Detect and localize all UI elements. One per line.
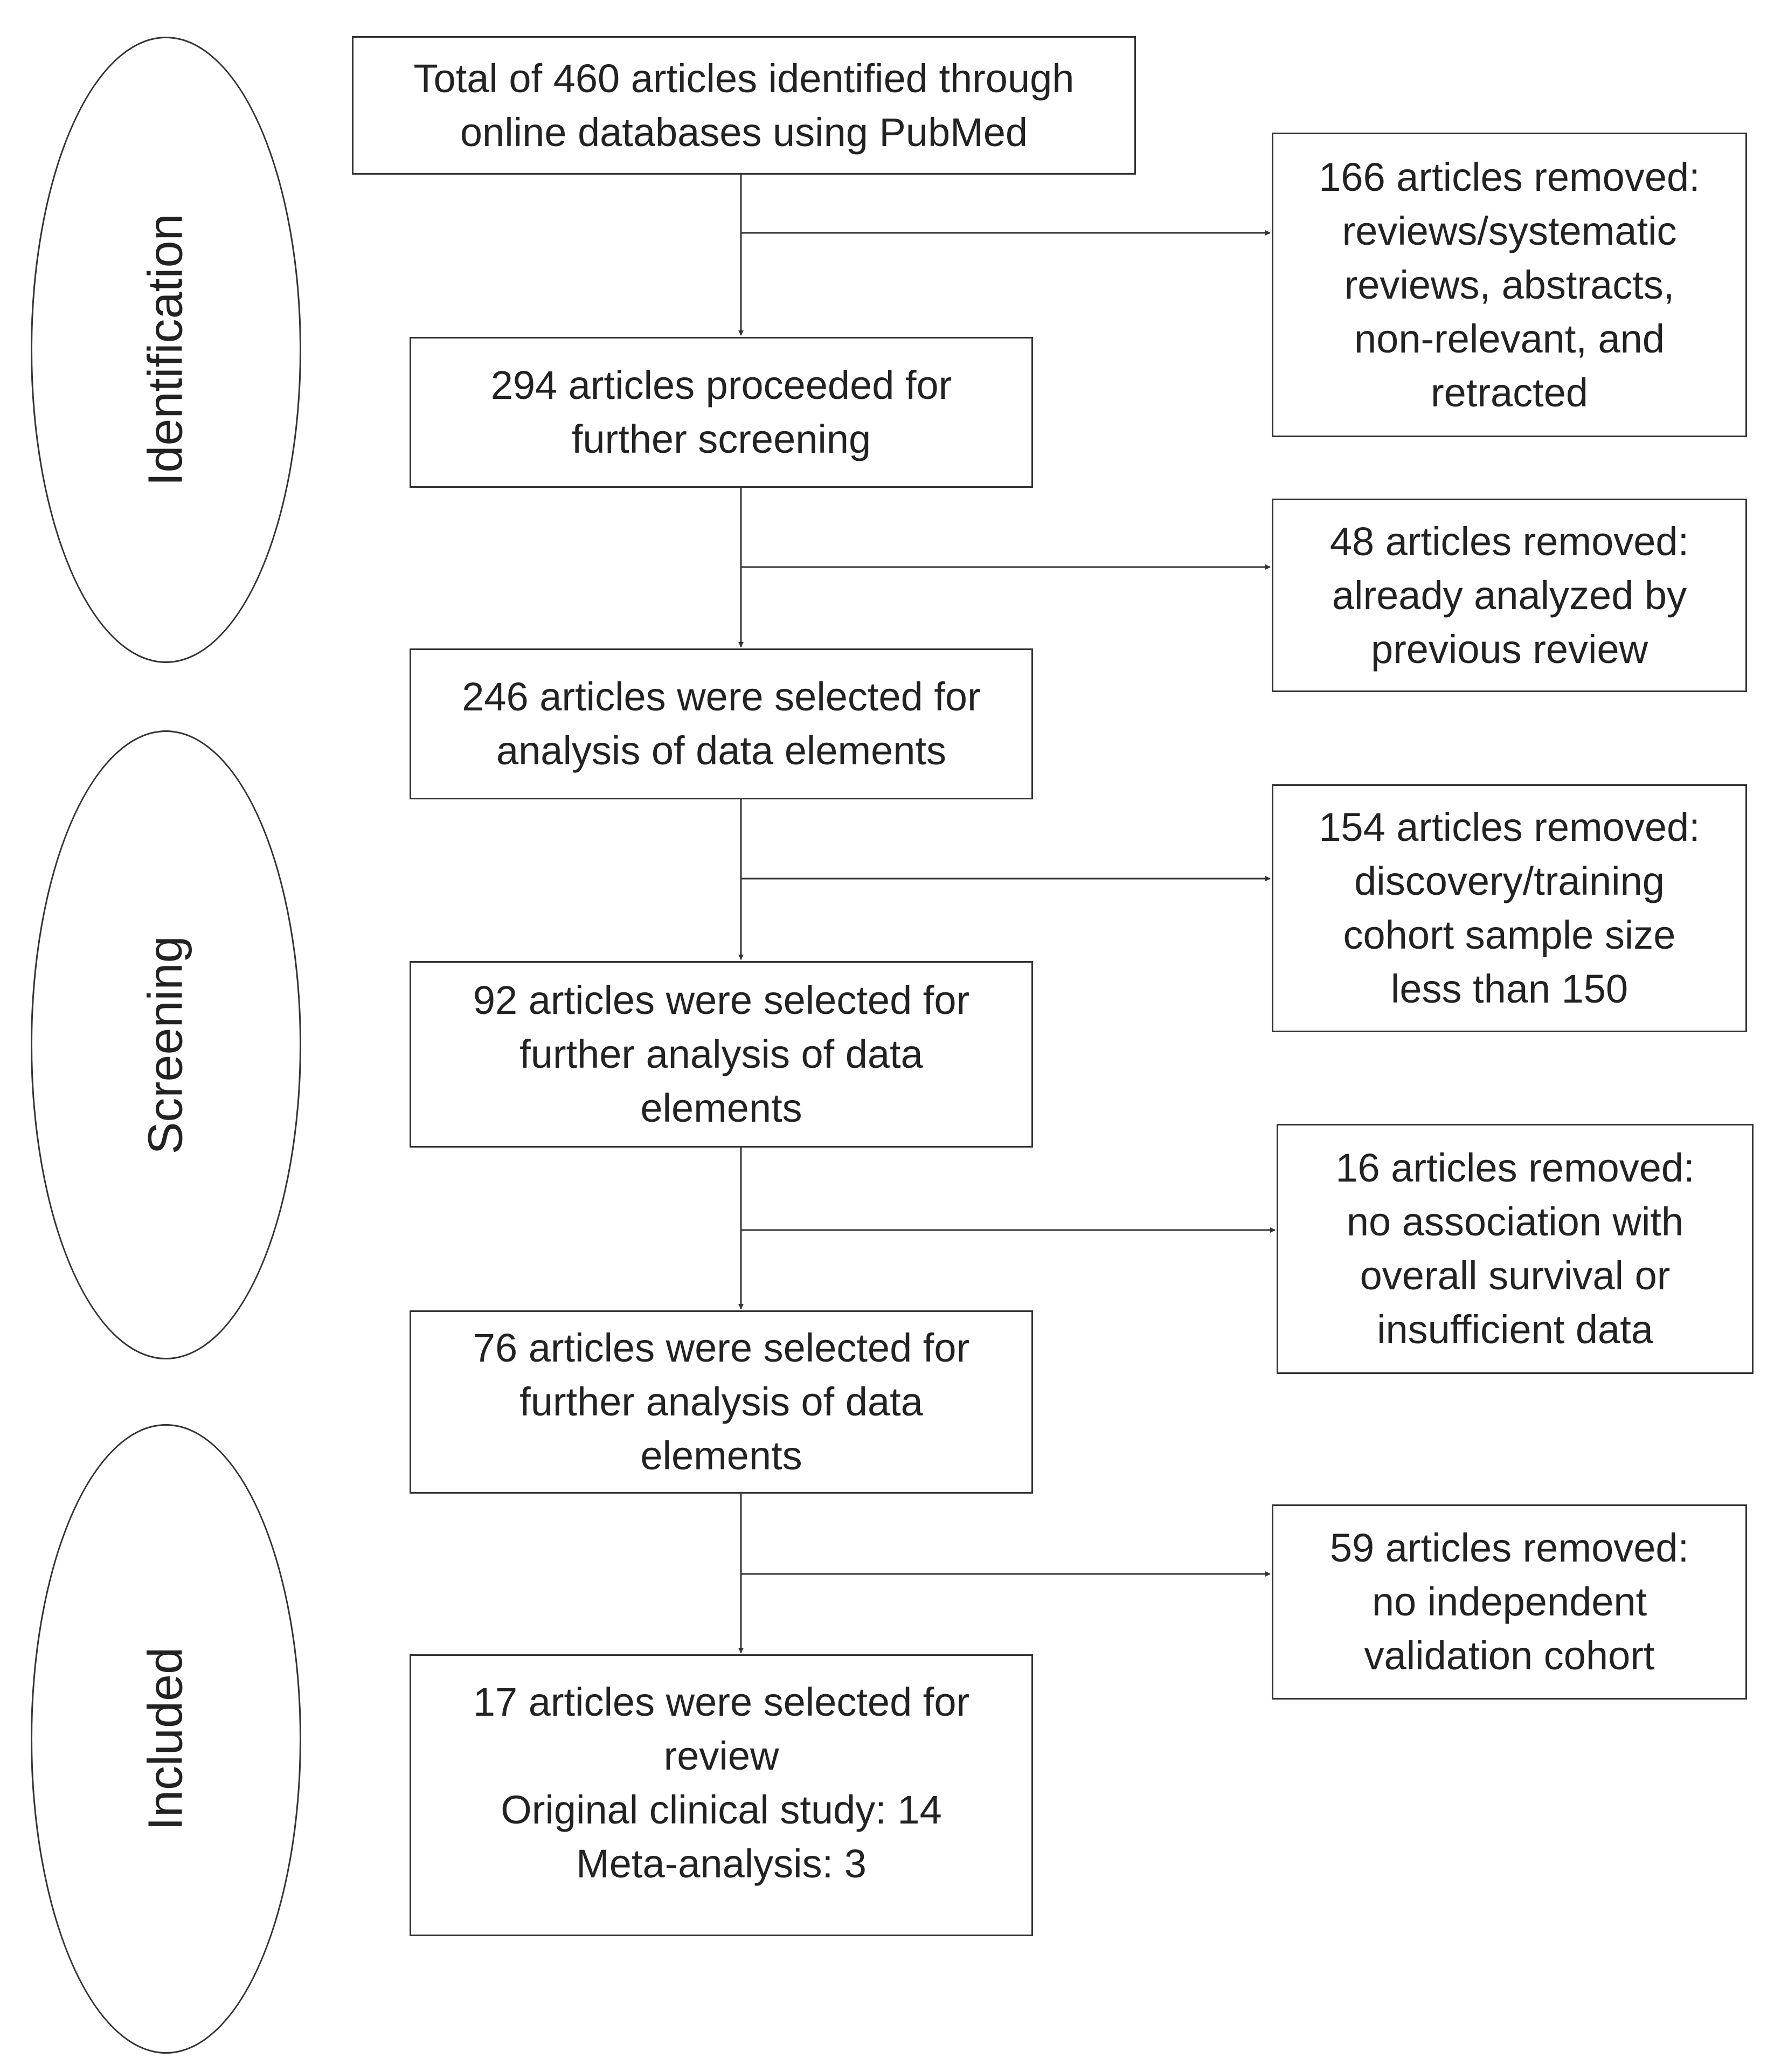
exclusion-box-59: 59 articles removed: no independent vali… — [1272, 1504, 1747, 1700]
box-line: reviews/systematic — [1342, 208, 1677, 253]
box-line: online databases using PubMed — [460, 109, 1028, 155]
box-line: no association with — [1346, 1199, 1684, 1244]
box-line: review — [663, 1733, 779, 1778]
stage-included: Included — [31, 1424, 301, 2054]
box-line: elements — [640, 1433, 802, 1478]
box-line: discovery/training — [1354, 859, 1665, 903]
box-line: 59 articles removed: — [1329, 1525, 1689, 1570]
box-line: no independent — [1371, 1579, 1647, 1624]
box-line: 48 articles removed: — [1329, 519, 1689, 564]
main-box-selected-76: 76 articles were selected for further an… — [410, 1310, 1033, 1494]
box-line: 246 articles were selected for — [462, 674, 981, 719]
main-box-proceeded: 294 articles proceeded for further scree… — [410, 337, 1033, 488]
box-line: 17 articles were selected for — [473, 1680, 970, 1724]
box-line: validation cohort — [1364, 1633, 1655, 1678]
stage-identification: Identification — [31, 37, 301, 663]
main-box-selected-92: 92 articles were selected for further an… — [410, 961, 1033, 1148]
main-box-identified: Total of 460 articles identified through… — [352, 36, 1136, 175]
box-line: further analysis of data — [519, 1379, 923, 1424]
box-line: further screening — [571, 417, 871, 461]
box-line: 154 articles removed: — [1319, 805, 1700, 849]
box-line: analysis of data elements — [496, 728, 947, 773]
box-line: elements — [640, 1086, 802, 1130]
box-line: already analyzed by — [1332, 572, 1687, 618]
box-line: Original clinical study: 14 — [501, 1787, 942, 1832]
box-line: insufficient data — [1377, 1307, 1653, 1352]
stage-screening-label: Screening — [138, 935, 193, 1155]
exclusion-box-48: 48 articles removed: already analyzed by… — [1272, 499, 1747, 692]
exclusion-box-166: 166 articles removed: reviews/systematic… — [1272, 133, 1747, 437]
stage-included-label: Included — [138, 1647, 193, 1831]
box-line: less than 150 — [1390, 966, 1628, 1011]
box-line: Meta-analysis: 3 — [576, 1841, 867, 1886]
exclusion-box-16: 16 articles removed: no association with… — [1277, 1124, 1754, 1374]
box-line: reviews, abstracts, — [1344, 262, 1675, 307]
box-line: retracted — [1430, 370, 1589, 415]
stage-identification-label: Identification — [138, 213, 193, 486]
box-line: 76 articles were selected for — [473, 1325, 970, 1370]
main-box-included: 17 articles were selected for review Ori… — [410, 1654, 1033, 1936]
stage-screening: Screening — [31, 730, 301, 1359]
box-line: cohort sample size — [1343, 913, 1676, 957]
box-line: Total of 460 articles identified through — [413, 56, 1075, 101]
box-line: 92 articles were selected for — [473, 978, 970, 1023]
box-line: overall survival or — [1360, 1253, 1671, 1298]
box-line: non-relevant, and — [1354, 316, 1665, 361]
box-line: previous review — [1370, 626, 1648, 672]
box-line: further analysis of data — [519, 1032, 923, 1076]
main-box-selected-246: 246 articles were selected for analysis … — [410, 648, 1033, 799]
box-line: 16 articles removed: — [1335, 1145, 1695, 1190]
box-line: 166 articles removed: — [1319, 154, 1700, 199]
box-line: 294 articles proceeded for — [490, 363, 952, 408]
exclusion-box-154: 154 articles removed: discovery/training… — [1272, 784, 1747, 1032]
